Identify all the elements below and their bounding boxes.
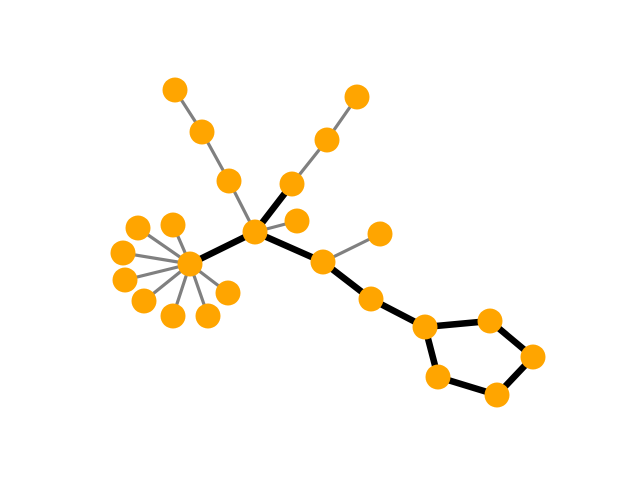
node-n23 (484, 382, 510, 408)
node-n9 (310, 249, 336, 275)
node-n21 (477, 308, 503, 334)
node-n5 (314, 127, 340, 153)
node-n12 (110, 240, 136, 266)
node-n17 (215, 280, 241, 306)
node-n13 (112, 267, 138, 293)
node-n7 (284, 208, 310, 234)
node-n2 (216, 168, 242, 194)
node-n8 (177, 251, 203, 277)
node-n16 (195, 303, 221, 329)
node-n11 (160, 212, 186, 238)
node-n1 (189, 119, 215, 145)
node-n15 (160, 303, 186, 329)
node-n24 (425, 364, 451, 390)
nodes-layer (110, 77, 546, 408)
node-n6 (279, 171, 305, 197)
node-n14 (131, 288, 157, 314)
node-n19 (358, 286, 384, 312)
node-n4 (344, 84, 370, 110)
node-n22 (520, 344, 546, 370)
node-n3 (242, 219, 268, 245)
node-n0 (162, 77, 188, 103)
node-n20 (412, 314, 438, 340)
node-n10 (125, 215, 151, 241)
node-n18 (367, 221, 393, 247)
